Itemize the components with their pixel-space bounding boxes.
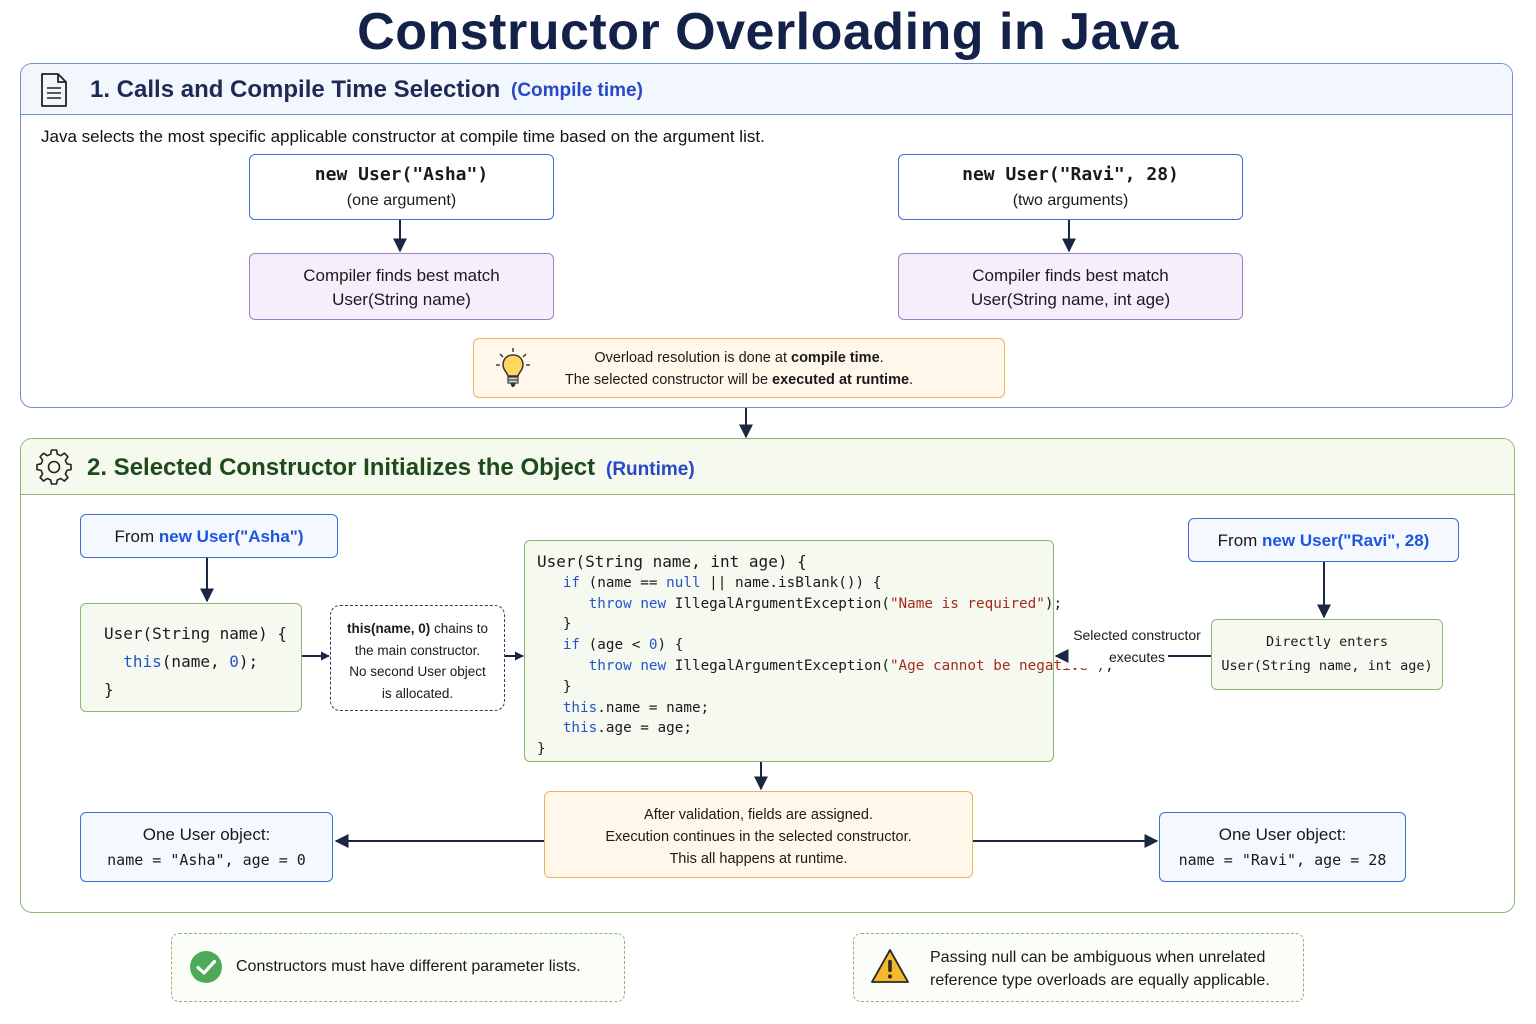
match-line1-ravi: Compiler finds best match <box>972 266 1169 285</box>
match-box-ravi: Compiler finds best match User(String na… <box>898 253 1243 320</box>
chain-note-text: this(name, 0) chains to the main constru… <box>346 621 489 701</box>
from-ravi-text: From new User("Ravi", 28) <box>1217 531 1430 550</box>
compile-time-section: 1. Calls and Compile Time Selection (Com… <box>20 63 1513 408</box>
result-asha-l1: One User object: <box>142 825 271 844</box>
check-circle-icon <box>190 951 222 983</box>
section1-tag: (Compile time) <box>511 80 643 101</box>
executes-label: Selected constructor executes <box>1064 624 1210 668</box>
call-box-ravi: new User("Ravi", 28) (two arguments) <box>898 154 1243 220</box>
section2-header: 2. Selected Constructor Initializes the … <box>21 439 1514 495</box>
result-asha-l2: name = "Asha", age = 0 <box>107 851 306 869</box>
warning-icon <box>871 949 909 983</box>
call-box-asha: new User("Asha") (one argument) <box>249 154 554 220</box>
tip-box: Overload resolution is done at compile t… <box>473 338 1005 398</box>
result-ravi-l2: name = "Ravi", age = 28 <box>1178 851 1387 869</box>
note-null-ambiguity: Passing null can be ambiguous when unrel… <box>853 933 1304 1002</box>
direct-enter-l2: User(String name, int age) <box>1221 658 1433 674</box>
section1-heading: 1. Calls and Compile Time Selection <box>90 76 501 103</box>
match-line2-ravi: User(String name, int age) <box>970 290 1171 309</box>
result-ravi-box: One User object: name = "Ravi", age = 28 <box>1159 812 1406 882</box>
section2-tag: (Runtime) <box>606 459 695 480</box>
from-asha-text: From new User("Asha") <box>114 527 304 546</box>
document-icon <box>41 73 67 107</box>
direct-enter-box: Directly enters User(String name, int ag… <box>1211 619 1443 690</box>
main-ctor-code: User(String name, int age) { if (name ==… <box>537 552 1114 758</box>
tip-line1: Overload resolution is done at compile t… <box>594 350 884 366</box>
result-asha-box: One User object: name = "Asha", age = 0 <box>80 812 333 882</box>
gear-icon <box>36 449 72 485</box>
section1-intro: Java selects the most specific applicabl… <box>41 127 765 146</box>
direct-enter-l1: Directly enters <box>1266 634 1388 650</box>
result-ravi-l1: One User object: <box>1218 825 1347 844</box>
after-validation-box: After validation, fields are assigned. E… <box>544 791 973 878</box>
match-line1-asha: Compiler finds best match <box>303 266 500 285</box>
main-ctor-box: User(String name, int age) { if (name ==… <box>524 540 1114 762</box>
ctor-one-arg-code: User(String name) { this(name, 0); } <box>104 624 288 699</box>
note-parameter-lists: Constructors must have different paramet… <box>171 933 625 1002</box>
call-code-ravi: new User("Ravi", 28) <box>962 164 1179 185</box>
note-parameter-text: Constructors must have different paramet… <box>236 958 581 975</box>
after-validation-text: After validation, fields are assigned. E… <box>605 807 912 867</box>
call-note-asha: (one argument) <box>346 192 457 209</box>
from-ravi-box: From new User("Ravi", 28) <box>1188 518 1459 562</box>
chain-note-box: this(name, 0) chains to the main constru… <box>330 605 505 711</box>
call-code-asha: new User("Asha") <box>314 164 489 185</box>
tip-line2: The selected constructor will be execute… <box>564 372 914 388</box>
runtime-section: 2. Selected Constructor Initializes the … <box>20 438 1515 913</box>
match-line2-asha: User(String name) <box>332 290 471 309</box>
match-box-asha: Compiler finds best match User(String na… <box>249 253 554 320</box>
page-title: Constructor Overloading in Java <box>357 3 1179 61</box>
from-asha-box: From new User("Asha") <box>80 514 338 558</box>
note-null-text: Passing null can be ambiguous when unrel… <box>930 949 1270 989</box>
section2-heading: 2. Selected Constructor Initializes the … <box>87 454 596 481</box>
lightbulb-icon <box>496 348 530 387</box>
section1-header: 1. Calls and Compile Time Selection (Com… <box>21 64 1512 115</box>
call-note-ravi: (two arguments) <box>1012 192 1129 209</box>
ctor-one-arg-box: User(String name) { this(name, 0); } <box>80 603 302 712</box>
